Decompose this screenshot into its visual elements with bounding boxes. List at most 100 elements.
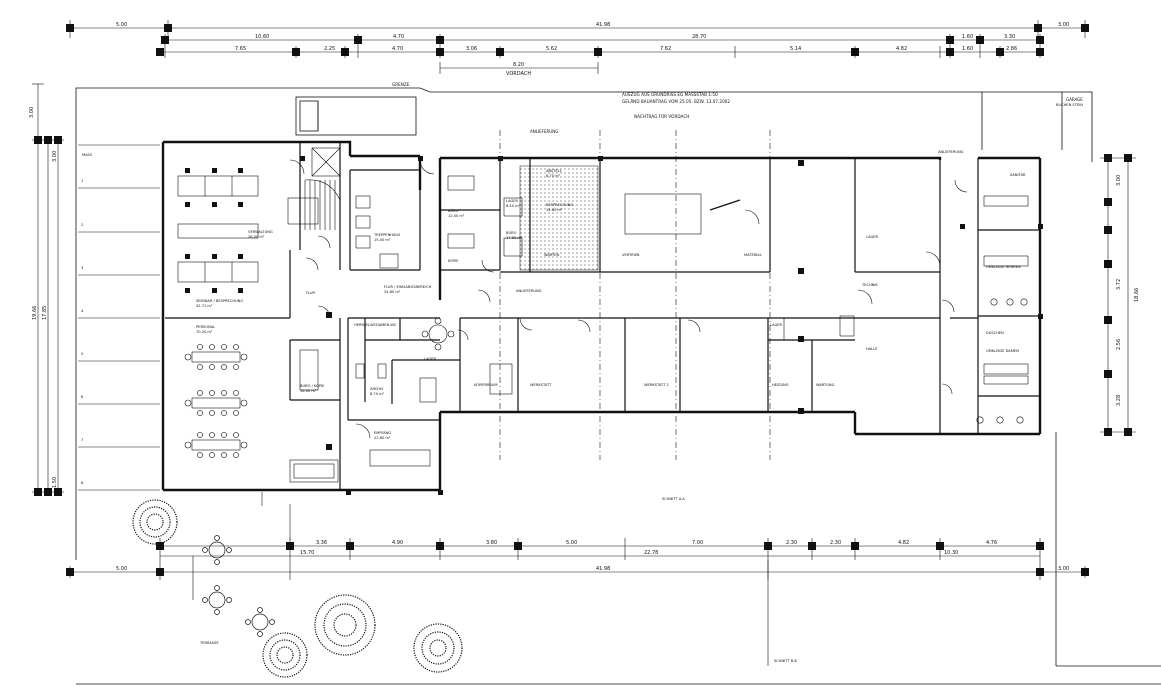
room-11-area: 12.00 m² xyxy=(448,214,465,218)
room-32-name: UMKLEIDE HERREN xyxy=(986,265,1021,269)
room-12-name: KOPIE xyxy=(448,259,459,263)
axis-5: 5 xyxy=(81,352,83,356)
room-22-name: WERKSTATT xyxy=(530,383,552,387)
dim-bottom-overall-3: 3.00 xyxy=(1058,566,1069,572)
dim-bottom-3: 3.80 xyxy=(486,540,497,546)
dim-bottom-sum-1: 15.70 xyxy=(300,550,314,556)
dim-bottom-7: 2.30 xyxy=(830,540,841,546)
terrace-tables xyxy=(202,535,275,637)
axis-title: MASS xyxy=(82,153,93,157)
axis-4: 4 xyxy=(81,309,84,313)
left-dimension-text: 3.00 19.66 17.85 3.00 1.50 xyxy=(29,107,58,488)
furniture-chairs xyxy=(185,168,243,293)
dim-top-second-1: 10.60 xyxy=(255,34,269,40)
room-4-name: BÜRO / KOPIE xyxy=(300,383,325,388)
furniture-round-table xyxy=(421,317,455,351)
door-swings xyxy=(289,159,968,439)
tree-4 xyxy=(413,623,463,673)
room-27-name: LAGER xyxy=(770,323,783,327)
label-vordach: VORDACH xyxy=(506,71,531,77)
dim-top-third-4: 3.06 xyxy=(466,46,477,52)
axis-6: 6 xyxy=(81,395,84,399)
room-2-area: 70.20 m² xyxy=(196,330,213,334)
dim-left-2: 19.66 xyxy=(32,306,38,320)
left-dimension-ticks xyxy=(34,136,62,496)
room-9-name: HERREN-WC xyxy=(354,323,377,327)
dim-top-third-8: 4.82 xyxy=(896,46,907,52)
parking-strip xyxy=(78,144,160,491)
stairs xyxy=(304,147,341,230)
dim-top-overall-1: 5.00 xyxy=(116,22,127,28)
dim-right-inner-3: 2.56 xyxy=(1116,339,1122,350)
room-15-area: 14.60 m² xyxy=(546,208,563,212)
room-3-name: FLUR xyxy=(306,291,316,295)
label-schnitt-b: SCHNITT B-B xyxy=(774,659,797,663)
room-17-name: ABSTELL xyxy=(546,169,562,173)
parking-axis-labels: MASS 1 2 3 4 5 6 7 8 xyxy=(81,153,93,485)
bottom-dimension-text: 3.36 4.90 3.80 5.00 7.00 2.30 2.30 4.82 … xyxy=(116,540,1069,572)
room-1-name: SEMINAR / BESPRECHUNG xyxy=(196,299,243,303)
furniture-seminar-desks xyxy=(177,175,259,283)
dim-right-outer: 18.66 xyxy=(1134,288,1140,302)
room-16-name: WARTEN xyxy=(544,253,560,257)
bottom-dimension-ticks xyxy=(66,542,1089,576)
room-34-name: DUSCHEN xyxy=(986,331,1004,335)
header-line-2: GELÄND BAUANTRAG VOM 25.05. BZW. 13.07.2… xyxy=(622,99,730,104)
garage-block xyxy=(981,92,1063,150)
dim-left-1: 3.00 xyxy=(29,107,35,118)
dim-left-3: 17.85 xyxy=(42,306,48,320)
label-terrace: TERRASSE xyxy=(199,641,219,645)
room-10-name: DAMEN-WC xyxy=(376,323,397,327)
dim-bottom-sum-2: 22.78 xyxy=(644,550,658,556)
top-dimension-text: 5.00 41.98 3.00 10.60 4.70 28.70 1.60 3.… xyxy=(116,22,1069,77)
room-14-area: 17.80 m² xyxy=(506,236,523,240)
dim-bottom-2: 4.90 xyxy=(392,540,403,546)
room-6-name: EMPFANG xyxy=(374,431,391,435)
dim-vordach: 8.20 xyxy=(513,62,524,68)
dim-top-second-3: 28.70 xyxy=(692,34,706,40)
dim-bottom-8: 4.82 xyxy=(898,540,909,546)
room-1-area: 42.71 m² xyxy=(196,304,213,308)
dim-top-second-2: 4.70 xyxy=(393,34,404,40)
dim-bottom-overall-2: 41.98 xyxy=(596,566,610,572)
axis-1: 1 xyxy=(81,179,83,183)
dim-bottom-9: 4.76 xyxy=(986,540,997,546)
room-26-name: WARTUNG xyxy=(816,383,835,387)
dim-right-inner-1: 3.00 xyxy=(1116,175,1122,186)
dim-top-third-6: 7.62 xyxy=(660,46,671,52)
dim-top-third-2: 2.25 xyxy=(324,46,335,52)
dim-bottom-1: 3.36 xyxy=(316,540,327,546)
room-0-name: VERWALTUNG xyxy=(248,230,273,234)
dim-bottom-overall-1: 5.00 xyxy=(116,566,127,572)
room-13-area: 8.40 m² xyxy=(506,204,521,208)
room-17-area: 8.70 m² xyxy=(546,174,561,178)
furniture-personal-tables xyxy=(184,344,339,483)
room-20-name: LAGER xyxy=(866,235,879,239)
room-21-name: ANLIEFERUNG xyxy=(516,289,542,293)
label-anlieferung-right: ANLIEFERUNG xyxy=(938,150,964,154)
dim-bottom-4: 5.00 xyxy=(566,540,577,546)
dim-bottom-5: 7.00 xyxy=(692,540,703,546)
dim-top-second-4: 1.60 xyxy=(962,34,973,40)
room-11-name: BÜRO xyxy=(448,208,459,213)
axis-dash-lines xyxy=(499,130,771,460)
tree-2 xyxy=(262,632,308,678)
room-30-name: LAGER xyxy=(424,357,437,361)
dim-right-inner-4: 3.28 xyxy=(1116,395,1122,406)
room-labels: VERWALTUNG 26.00 m² SEMINAR / BESPRECHUN… xyxy=(196,169,1026,440)
room-5-name: ARCHIV xyxy=(370,387,384,391)
dim-top-third-10: 2.86 xyxy=(1006,46,1017,52)
column-markers xyxy=(300,156,1043,495)
axis-7: 7 xyxy=(81,438,83,442)
room-18-name: VERTRIEB xyxy=(622,253,640,257)
label-garage: GARAGE xyxy=(1066,97,1083,102)
room-8-area: 15.00 m² xyxy=(374,238,391,242)
label-grenze: GRENZE xyxy=(392,82,410,87)
label-garage-sub: BUCHEN STEIN xyxy=(1056,103,1083,107)
room-31-name: SANITÄR xyxy=(1010,172,1026,177)
building-outline xyxy=(161,140,1042,492)
label-schnitt-a: SCHNITT A-A xyxy=(662,497,685,501)
dim-top-overall-3: 3.00 xyxy=(1058,22,1069,28)
dim-top-third-3: 4.70 xyxy=(392,46,403,52)
